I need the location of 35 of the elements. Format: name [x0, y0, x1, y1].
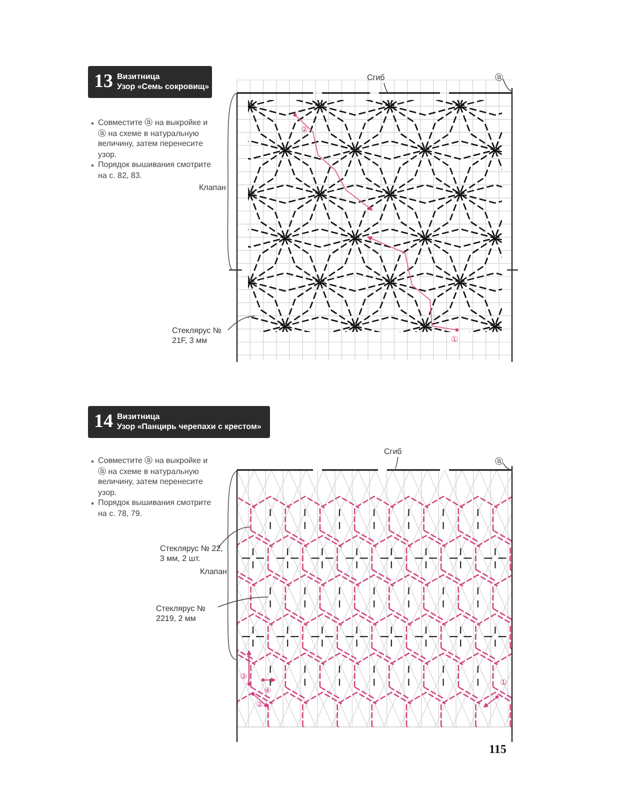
- reference-mark: ⓐ: [495, 73, 503, 83]
- leader-line: [384, 82, 390, 94]
- leader-line: [394, 456, 398, 470]
- step-number: ②: [301, 125, 308, 135]
- callout-label: Стеклярус № 2219, 2 мм: [156, 604, 222, 624]
- instruction-note: Порядок вышивания смотрите на с. 82, 83.: [98, 160, 212, 180]
- callout-label: Сгиб: [367, 73, 385, 83]
- pattern-title: Узор «Панцирь черепахи с крестом»: [117, 422, 262, 432]
- leader-line: [502, 462, 512, 470]
- callout-label: Стеклярус № 22, 3 мм, 2 шт.: [160, 544, 226, 564]
- section-number: 13: [94, 71, 113, 93]
- instruction-note: Совместите ⓐ на выкройке и ⓐ на схеме в натуральную величину, затем перенесите узор.: [98, 456, 208, 496]
- leader-line: [218, 596, 268, 608]
- reference-mark: ⓐ: [495, 457, 503, 467]
- step-number: ③: [240, 672, 247, 682]
- page-number: 115: [489, 744, 506, 754]
- section-title: Визитница: [117, 412, 161, 422]
- leader-line: [502, 78, 512, 92]
- section-title: Визитница: [117, 72, 161, 82]
- leader-line: [228, 316, 256, 330]
- step-number: ①: [500, 678, 507, 688]
- side-label: Клапан: [200, 567, 227, 577]
- section-header: [88, 66, 212, 98]
- callout-label: Стеклярус № 21F, 3 мм: [172, 326, 234, 346]
- step-number: ①: [451, 335, 458, 345]
- section-header: [88, 406, 270, 438]
- pattern-title: Узор «Семь сокровищ»: [117, 82, 210, 92]
- instruction-note: Порядок вышивания смотрите на с. 78, 79.: [98, 498, 212, 518]
- step-number: ②: [256, 700, 263, 710]
- side-label: Клапан: [199, 183, 226, 193]
- instruction-note: Совместите ⓐ на выкройке и ⓐ на схеме в натуральную величину, затем перенесите узор.: [98, 118, 208, 158]
- section-number: 14: [94, 411, 113, 433]
- callout-label: Сгиб: [384, 447, 402, 457]
- step-number: ④: [264, 686, 271, 696]
- leader-line: [218, 526, 250, 548]
